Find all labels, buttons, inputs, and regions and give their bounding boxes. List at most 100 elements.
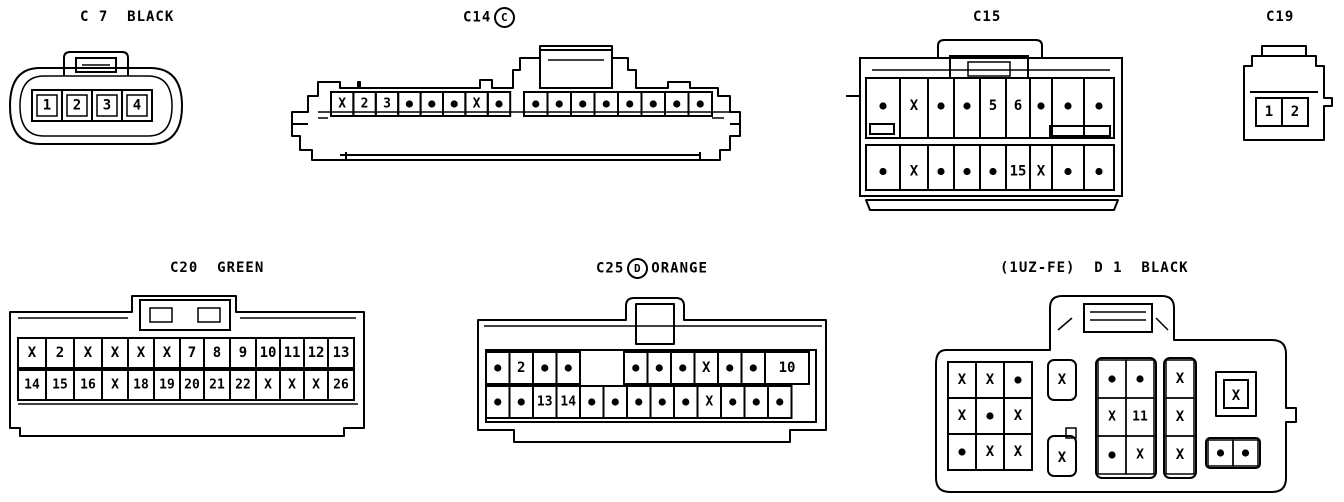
d1-mid-pin-2-1: X xyxy=(1108,410,1116,425)
pin-dot xyxy=(555,100,563,108)
d1-left-pin-1-2: X xyxy=(986,372,995,388)
c20-row1-pin-13: 13 xyxy=(333,345,350,361)
c15-top-pin-2: X xyxy=(910,98,919,114)
c25-row1-pin-11: 10 xyxy=(779,360,796,376)
d1-mid-frame xyxy=(1095,357,1157,479)
pin-dot xyxy=(726,364,734,372)
d1-hood-detail xyxy=(1057,317,1073,331)
c20-row2-cell xyxy=(327,369,355,401)
pin-dot xyxy=(752,398,760,406)
c15-lock-tab xyxy=(967,61,1011,77)
pin-dot xyxy=(989,167,997,176)
d1-left-pin-1-1: X xyxy=(958,372,967,388)
d1-left-pin-2-1: X xyxy=(958,408,967,424)
pin-dot xyxy=(696,100,704,108)
pin-dot xyxy=(1136,375,1144,383)
c20-row2-pin-6: 19 xyxy=(159,378,175,393)
c15-bottom-cell xyxy=(927,144,955,191)
c20-row2-pin-3: 16 xyxy=(80,378,96,393)
d1-single-top-pin: X xyxy=(1058,372,1067,388)
d1-bottom-pair-cell xyxy=(1232,439,1259,467)
c25-row2-pin-3: 13 xyxy=(537,395,553,410)
pin-dot xyxy=(541,364,549,372)
c20-row1-pin-12: 12 xyxy=(308,345,325,361)
c19-pin-2: 2 xyxy=(1291,104,1299,120)
c20-row2-pin-2: 15 xyxy=(52,378,68,393)
c20-row2-pin-4: X xyxy=(111,378,119,393)
c15-key-slot-left xyxy=(869,123,895,135)
pin-dot xyxy=(564,364,572,372)
c20-row1-pin-4: X xyxy=(111,345,120,361)
d1-single-bottom-pin: X xyxy=(1058,450,1067,466)
c25-row2-pin-10: X xyxy=(705,395,713,410)
pin-dot xyxy=(958,448,966,456)
d1-right-box-inner xyxy=(1223,379,1249,409)
c20-row1-pin-9: 9 xyxy=(239,345,247,361)
c15-bottom-pin-6: 15 xyxy=(1010,164,1027,180)
pin-dot xyxy=(1108,451,1116,459)
pin-dot xyxy=(655,364,663,372)
pin-dot xyxy=(517,398,525,406)
c7-pin-3: 3 xyxy=(103,98,111,114)
d1-single-bottom-notch xyxy=(1065,427,1077,439)
pin-dot xyxy=(963,167,971,176)
d1-right-pin-2: X xyxy=(1176,409,1185,425)
pin-dot xyxy=(532,100,540,108)
pin-dot xyxy=(579,100,587,108)
pin-dot xyxy=(428,100,436,108)
c20-row1-pin-2: 2 xyxy=(56,345,64,361)
pin-dot xyxy=(405,100,413,108)
c20-row2-pin-13: 26 xyxy=(333,378,349,393)
c19-cell xyxy=(1281,97,1309,127)
c15-bottom-cell xyxy=(865,144,901,191)
pin-dot xyxy=(494,364,502,372)
pin-dot xyxy=(1216,449,1225,457)
c19-pin-1: 1 xyxy=(1265,104,1273,120)
c14-left-pin-3: 3 xyxy=(383,97,391,112)
pin-dot xyxy=(1014,376,1022,384)
pin-dot xyxy=(611,398,619,406)
d1-right-pin-3: X xyxy=(1176,447,1185,463)
title-c14-circle: C xyxy=(494,7,516,28)
pin-dot xyxy=(1095,167,1103,176)
d1-mid-cell xyxy=(1125,435,1155,475)
d1-left-pin-2-3: X xyxy=(1014,408,1023,424)
title-c25-code: C25 xyxy=(596,260,625,277)
c7-inner-shell xyxy=(19,75,173,137)
c15-bottom-pin-7: X xyxy=(1037,164,1046,180)
c20-row2-pin-5: 18 xyxy=(133,378,149,393)
d1-left-cell xyxy=(1003,433,1033,471)
c15-top-cell xyxy=(1083,77,1115,139)
c14-lock-cap xyxy=(539,49,613,89)
pin-dot xyxy=(1064,102,1072,110)
c25-row2-cell xyxy=(767,385,793,419)
pin-dot xyxy=(673,100,681,108)
c15-lock-body xyxy=(949,55,1029,79)
c15-top-pin-6: 6 xyxy=(1014,98,1022,114)
title-c7: C 7 BLACK xyxy=(80,9,175,25)
title-c25-circle: D xyxy=(627,258,649,279)
c25-row2-pin-4: 14 xyxy=(560,395,576,410)
d1-bottom-pair-frame xyxy=(1205,437,1261,469)
c20-row1-pin-11: 11 xyxy=(284,345,301,361)
c20-row1-pin-6: X xyxy=(163,345,172,361)
d1-right-pin-1: X xyxy=(1176,371,1185,387)
pin-dot xyxy=(1037,102,1045,110)
d1-hood-detail xyxy=(1155,317,1169,331)
c7-outer-shell xyxy=(9,67,183,145)
c7-pin-cavity xyxy=(36,94,58,117)
c15-lock-hood xyxy=(937,39,1043,58)
d1-single-top xyxy=(1047,359,1077,401)
c20-row2-pin-11: X xyxy=(288,378,296,393)
c15-bottom-pin-2: X xyxy=(910,164,919,180)
title-d1: (1UZ-FE) D 1 BLACK xyxy=(1000,260,1189,276)
d1-single-bottom xyxy=(1047,435,1077,477)
c20-row2-pin-12: X xyxy=(312,378,320,393)
c20-lock-tab xyxy=(149,307,173,323)
pin-dot xyxy=(937,167,945,176)
c15-top-pin-5: 5 xyxy=(989,98,997,114)
pin-dot xyxy=(963,102,971,110)
pin-dot xyxy=(450,100,458,108)
c20-row2-pin-9: 22 xyxy=(235,378,251,393)
